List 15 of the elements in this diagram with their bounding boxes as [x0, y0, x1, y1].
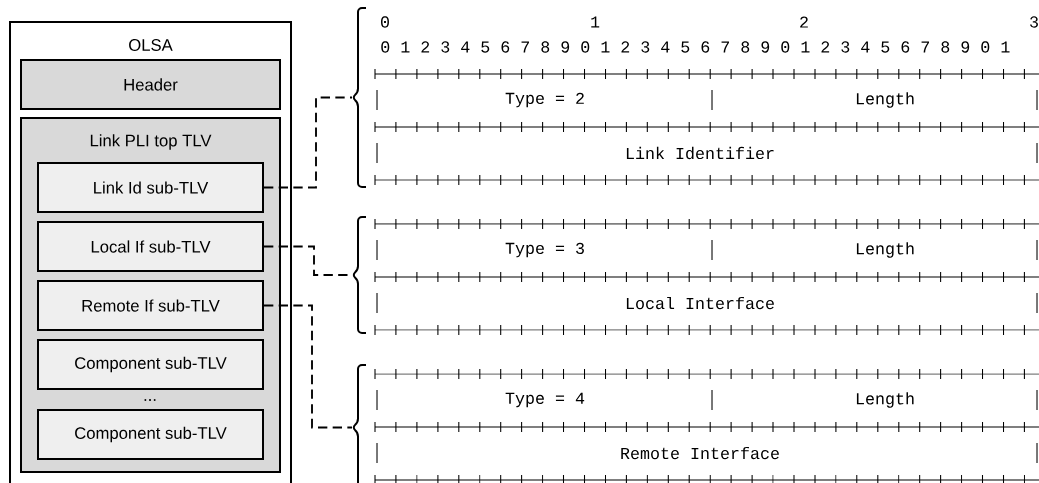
bit-number: 2: [800, 16, 808, 28]
ellipsis: ...: [144, 399, 156, 401]
packet-format-block: Type = 3 Length Local Interface: [352, 216, 917, 334]
field-box: Header: [20, 59, 281, 110]
field-box: Link Id sub-TLV: [37, 162, 264, 213]
connector-line: [263, 304, 353, 429]
field-box: Remote If sub-TLV: [37, 280, 264, 331]
packet-format-block: Type = 4 Length Remote Interface: [352, 364, 917, 483]
bit-number: 3: [1030, 16, 1038, 28]
bit-number: 1: [591, 16, 600, 28]
bit-number: 0: [381, 16, 389, 28]
field-box: Component sub-TLV: [37, 339, 264, 390]
field-box: Component sub-TLV: [37, 409, 264, 460]
field-box: Local If sub-TLV: [37, 221, 264, 272]
connector-line: [263, 96, 353, 189]
